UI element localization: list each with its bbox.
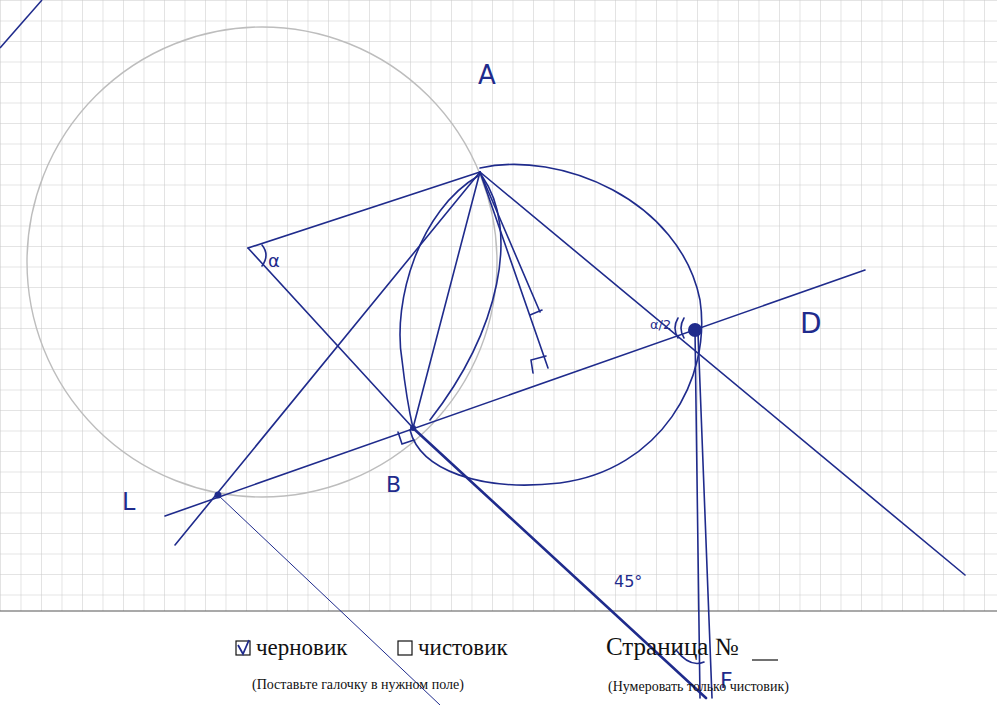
segment: [413, 172, 480, 428]
line-label: L: [122, 490, 135, 514]
point-d: [688, 323, 702, 337]
form-option: чистовик: [418, 636, 508, 659]
point-b: [410, 425, 416, 431]
angle-mark: [262, 245, 266, 266]
angle-label: 45°: [614, 574, 642, 590]
arc-ab: [400, 176, 478, 428]
page-number-blank: [752, 659, 778, 660]
line-ad: [480, 172, 965, 575]
line: [175, 172, 480, 545]
angle-label: α/2: [650, 318, 671, 331]
point: [215, 492, 222, 499]
point-label: A: [478, 62, 496, 88]
tick: [530, 310, 542, 315]
right-angle: [398, 432, 414, 444]
right-angle: [531, 356, 546, 373]
angle-mark: [681, 318, 684, 338]
segment: [248, 172, 480, 248]
angle-label: α: [268, 252, 280, 270]
form-rule: [0, 610, 997, 611]
stray-line: [0, 0, 42, 48]
page-number: Страница №: [606, 634, 739, 659]
angle-mark: [675, 318, 678, 338]
circumcircle: [410, 164, 702, 485]
segment: [248, 248, 413, 428]
checkbox: [236, 641, 250, 655]
pencil-circle: [27, 27, 497, 497]
check-mark: [238, 640, 249, 654]
form-option: черновик: [256, 636, 347, 659]
line-l: [165, 270, 865, 516]
form-hint: (Поставьте галочку в нужном поле): [252, 678, 464, 692]
grid-paper: [0, 0, 997, 611]
point-label: B: [386, 474, 401, 496]
segment: [218, 495, 440, 705]
checkbox: [398, 641, 412, 655]
arc-ab-inner: [430, 176, 501, 420]
point-label: D: [800, 310, 822, 338]
form-hint: (Нумеровать только чистовик): [608, 680, 789, 694]
perpendicular: [480, 172, 548, 368]
segment: [480, 172, 540, 312]
